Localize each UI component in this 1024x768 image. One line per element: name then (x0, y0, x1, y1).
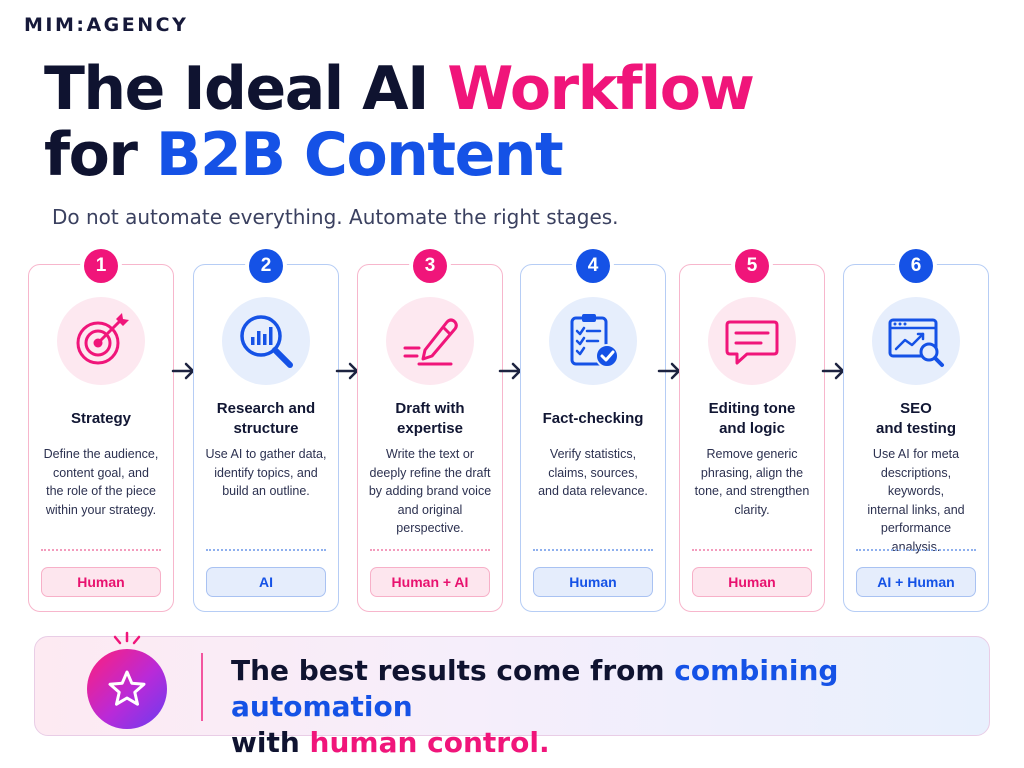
divider (370, 549, 490, 551)
step-title: SEO and testing (875, 400, 956, 437)
target-icon (57, 297, 145, 385)
role-tag: Human (41, 567, 161, 597)
step-title: Research and structure (216, 400, 316, 437)
banner-highlight-automation: combining automation (231, 654, 839, 723)
banner-text: The best results come from (231, 654, 675, 687)
banner-line-1: The best results come from combining aut… (231, 653, 989, 725)
step-title: Draft with expertise (395, 400, 465, 437)
banner-message: The best results come from combining aut… (231, 653, 989, 761)
role-tag: AI (206, 567, 326, 597)
step-description: Define the audience, content goal, and t… (43, 447, 159, 517)
role-tag: Human (692, 567, 812, 597)
browser-analytics-icon (872, 297, 960, 385)
title-highlight-b2b: B2B Content (155, 120, 564, 190)
step-description: Use AI to gather data, identify topics, … (205, 447, 327, 498)
step-card-fact-checking: 4 Fact-checking Verify statistics, claim… (520, 249, 666, 612)
magnifier-chart-icon (222, 297, 310, 385)
step-number-badge: 5 (735, 249, 769, 283)
step-number-badge: 4 (576, 249, 610, 283)
step-title: Fact-checking (542, 410, 644, 427)
divider (41, 549, 161, 551)
banner-line-2: with human control. (231, 725, 989, 761)
banner-text: with (231, 726, 310, 759)
checklist-icon (549, 297, 637, 385)
star-icon (87, 649, 167, 729)
step-description: Use AI for meta descriptions, keywords, … (867, 447, 965, 554)
step-card-strategy: 1 Strategy Define the audience, content … (28, 249, 174, 612)
divider (856, 549, 976, 551)
page-title: The Ideal AI Workflow for B2B Content (44, 54, 755, 188)
title-text: for (44, 120, 156, 190)
role-tag: Human + AI (370, 567, 490, 597)
brand-logo: MIM:AGENCY (24, 14, 189, 36)
sparkle-icon (113, 631, 141, 645)
step-description: Verify statistics, claims, sources, and … (538, 447, 648, 498)
step-card-editing: 5 Editing tone and logic Remove generic … (679, 249, 825, 612)
divider (533, 549, 653, 551)
title-text: The Ideal AI (44, 54, 448, 124)
title-highlight-workflow: Workflow (447, 54, 755, 124)
page-subtitle: Do not automate everything. Automate the… (52, 205, 619, 229)
role-tag: AI + Human (856, 567, 976, 597)
step-description: Write the text or deeply refine the draf… (368, 447, 492, 535)
pen-icon (386, 297, 474, 385)
role-tag: Human (533, 567, 653, 597)
banner-highlight-human: human control. (309, 726, 550, 759)
step-number-badge: 2 (249, 249, 283, 283)
summary-banner: The best results come from combining aut… (34, 631, 990, 759)
chat-bubble-icon (708, 297, 796, 385)
divider (206, 549, 326, 551)
step-title: Editing tone and logic (708, 400, 796, 437)
step-number-badge: 6 (899, 249, 933, 283)
title-line-2: for B2B Content (44, 122, 753, 188)
step-title: Strategy (70, 410, 132, 427)
title-line-1: The Ideal AI Workflow (44, 54, 755, 124)
step-card-draft: 3 Draft with expertise Write the text or… (357, 249, 503, 612)
step-card-research: 2 Research and structure Use AI to gathe… (193, 249, 339, 612)
banner-divider (201, 653, 203, 721)
step-number-badge: 3 (413, 249, 447, 283)
step-description: Remove generic phrasing, align the tone,… (694, 447, 810, 517)
step-card-seo: 6 SEO and testing Use AI for meta descri… (843, 249, 989, 612)
step-number-badge: 1 (84, 249, 118, 283)
divider (692, 549, 812, 551)
